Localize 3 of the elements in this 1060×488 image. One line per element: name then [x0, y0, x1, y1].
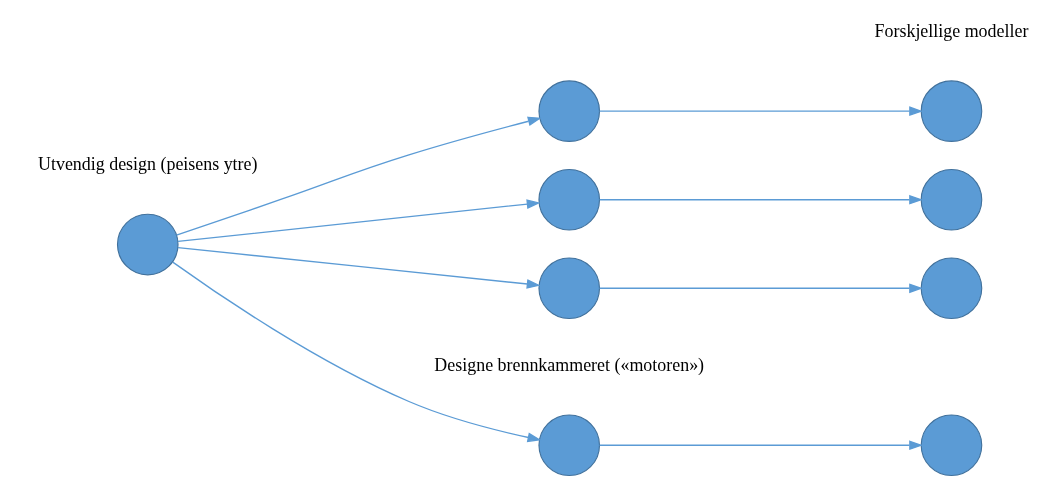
label: Designe brennkammeret («motoren») — [434, 355, 705, 375]
label: Forskjellige modeller — [874, 20, 1029, 41]
label: Utvendig design (peisens ytre) — [38, 154, 258, 175]
